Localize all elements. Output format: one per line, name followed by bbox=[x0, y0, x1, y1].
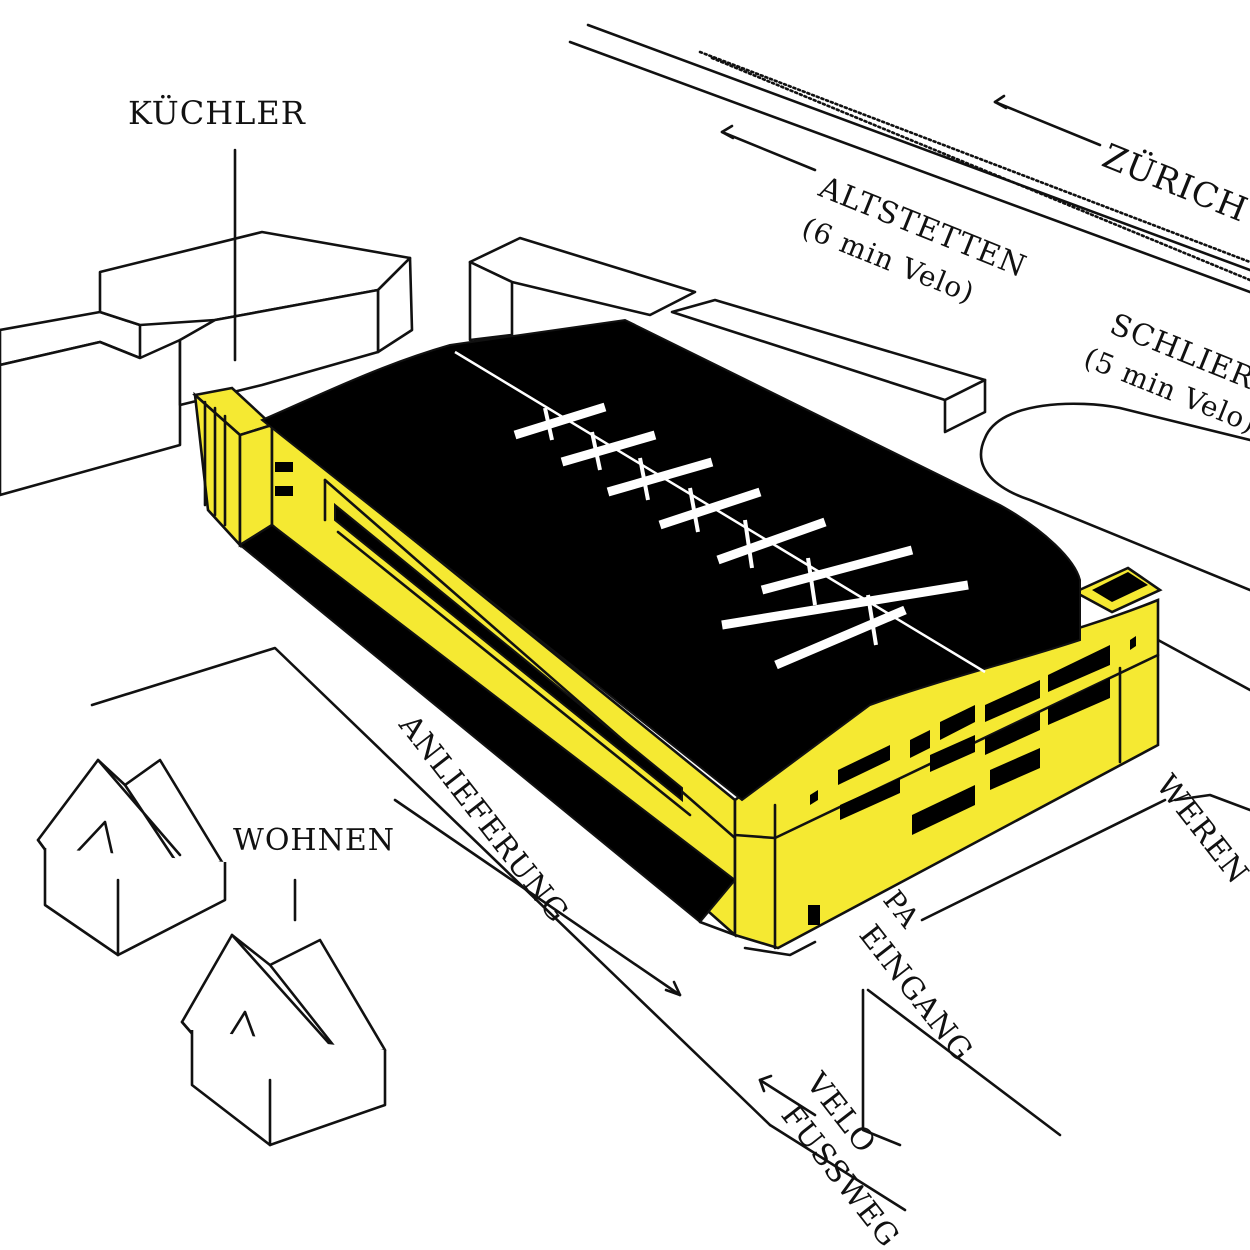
label-kuechler: KÜCHLER bbox=[128, 94, 306, 132]
facade-windows bbox=[808, 636, 1136, 925]
label-werena: WEREN bbox=[1149, 768, 1250, 891]
direction-arrows bbox=[720, 94, 1102, 1117]
neighbour-buildings bbox=[0, 230, 987, 497]
rail-lines bbox=[568, 23, 1250, 294]
house-2 bbox=[180, 933, 387, 1147]
main-building bbox=[192, 318, 1163, 957]
label-zuerich: ZÜRICH H bbox=[1097, 135, 1250, 246]
roof bbox=[260, 318, 1081, 802]
roof-skylights bbox=[513, 402, 969, 670]
house-1 bbox=[36, 758, 227, 957]
streets bbox=[90, 148, 1250, 1212]
label-wohnen: WOHNEN bbox=[233, 823, 395, 858]
road-right bbox=[979, 402, 1250, 692]
